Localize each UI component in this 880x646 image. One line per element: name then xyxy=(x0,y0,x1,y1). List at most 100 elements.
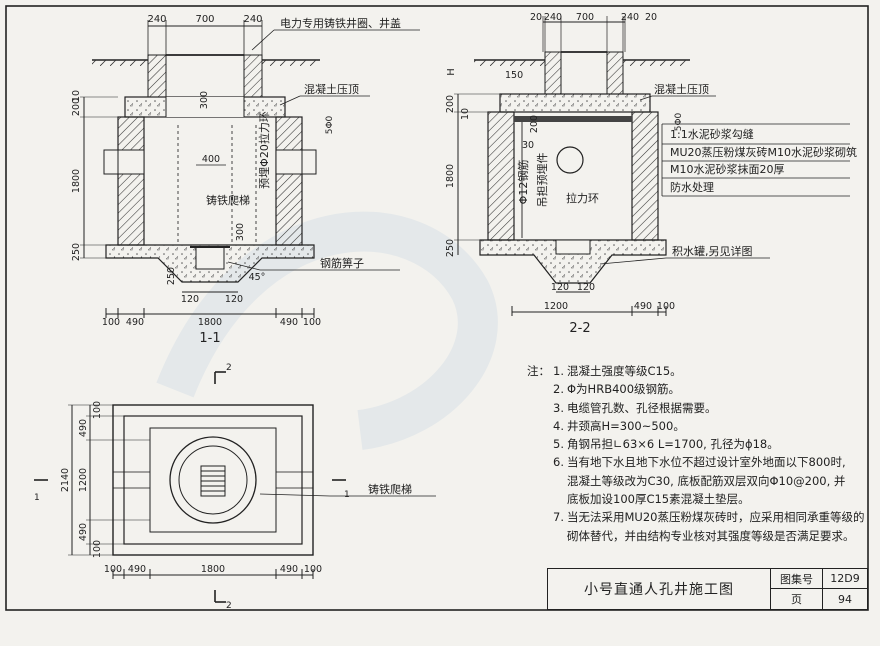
s1-label-ladder: 铸铁爬梯 xyxy=(206,193,250,207)
plan-view: 2 2 1 1 铸铁爬梯 490 100 1200 2140 100 490 1… xyxy=(34,363,436,611)
note-number: 3. xyxy=(553,400,564,415)
s2-dim-150: 150 xyxy=(505,70,523,81)
s2-top-dim-5: 20 xyxy=(645,12,657,23)
s2-label-cap: 混凝土压顶 xyxy=(654,82,709,96)
s2-top-dim-1: 20 xyxy=(530,12,542,23)
note-number xyxy=(553,490,567,508)
plan-mark-2-bottom: 2 xyxy=(226,601,232,611)
s1-bottom-dim-5: 100 xyxy=(303,317,321,328)
s2-bottom-490: 490 xyxy=(634,301,652,312)
s1-bottom-dim-2: 490 xyxy=(126,317,144,328)
note-line: 6.当有地下水且地下水位不超过设计室外地面以下800时, xyxy=(527,453,867,471)
note-line: 底板加设100厚C15素混凝土垫层。 xyxy=(527,490,867,508)
note-line: 5.角钢吊担∟63×6 L=1700, 孔径为ϕ18。 xyxy=(527,435,867,453)
s1-dim-300a: 300 xyxy=(199,91,210,109)
section-1-1: 240 700 240 电力专用铸铁井圈、井盖 混凝土压顶 预埋Φ20拉力环 铸… xyxy=(71,14,420,346)
note-text: 底板加设100厚C15素混凝土垫层。 xyxy=(567,492,750,507)
note-number: 1. xyxy=(553,364,564,378)
page-number: 94 xyxy=(838,592,852,606)
plan-left-490a: 490 xyxy=(78,419,89,437)
s2-label-pull-ring: 拉力环 xyxy=(566,191,599,205)
s2-top-dim-3: 700 xyxy=(576,12,594,23)
atlas-number-value: 12D9 xyxy=(823,569,867,589)
plan-bottom-1800: 1800 xyxy=(201,564,225,575)
s1-label-cover: 电力专用铸铁井圈、井盖 xyxy=(280,16,401,30)
s2-bottom-100: 100 xyxy=(657,301,675,312)
note-lead xyxy=(527,435,553,453)
s1-bottom-dim-3: 1800 xyxy=(198,317,222,328)
note-text: 当有地下水且地下水位不超过设计室外地面以下800时, xyxy=(567,455,846,470)
note-lead xyxy=(527,490,553,508)
plan-bottom-100a: 100 xyxy=(104,564,122,575)
plan-mark-1-left: 1 xyxy=(34,493,40,503)
note-number: 6. xyxy=(553,455,564,470)
note-lead xyxy=(527,508,553,526)
note-text: 当无法采用MU20蒸压粉煤灰砖时，应采用相同承重等级的 xyxy=(567,510,865,525)
note-lead: 注： xyxy=(527,364,550,378)
s2-left-dim-200: 200 xyxy=(445,95,456,113)
s2-title: 2-2 xyxy=(569,321,590,336)
note-text: 砌体替代，并由结构专业核对其强度等级是否满足要求。 xyxy=(567,528,855,543)
s1-left-dim-1800: 1800 xyxy=(71,169,82,193)
s1-left-dim-200: 200 xyxy=(71,98,82,116)
plan-left-490b: 490 xyxy=(78,523,89,541)
s1-bottom-dim-4: 490 xyxy=(280,317,298,328)
s2-legend-4: 防水处理 xyxy=(670,180,714,194)
watermark-shape xyxy=(156,211,498,450)
plan-mark-2-top: 2 xyxy=(226,363,232,373)
design-notes: 注：1.混凝土强度等级C15。2.Φ为HRB400级钢筋。3.电缆管孔数、孔径根… xyxy=(527,362,867,545)
note-number: 7. xyxy=(553,510,564,525)
s1-left-dim-250: 250 xyxy=(71,243,82,261)
section-2-2: 20 240 700 240 20 混凝土压顶 H 150 30 200 Φ12… xyxy=(445,12,857,336)
s2-label-h: H xyxy=(446,68,457,76)
note-line: 3.电缆管孔数、孔径根据需要。 xyxy=(527,399,867,417)
s1-label-cap: 混凝土压顶 xyxy=(304,82,359,96)
note-text: Φ为HRB400级钢筋。 xyxy=(567,382,681,397)
note-text: 混凝土强度等级C15。 xyxy=(567,364,682,378)
note-line: 注：1.混凝土强度等级C15。 xyxy=(527,362,867,380)
note-line: 4.井颈高H=300~500。 xyxy=(527,417,867,435)
sheet-border xyxy=(5,5,869,611)
note-lead xyxy=(527,417,553,435)
s2-wall-mark: 5Φ0 xyxy=(674,112,684,131)
s2-legend-2: MU20蒸压粉煤灰砖M10水泥砂浆砌筑 xyxy=(670,145,857,159)
page-label: 页 xyxy=(771,589,823,609)
s2-dim-200-in: 200 xyxy=(529,115,540,133)
note-lead xyxy=(527,380,553,398)
plan-left-2140: 2140 xyxy=(60,468,71,492)
s1-top-dim-3: 240 xyxy=(243,14,262,25)
note-number xyxy=(553,527,567,545)
note-number: 5. xyxy=(553,437,564,452)
s2-legend-3: M10水泥砂浆抹面20厚 xyxy=(670,162,784,176)
s1-angle: 45° xyxy=(249,272,266,283)
plan-left-100b: 100 xyxy=(92,540,103,558)
title-block: 小号直通人孔井施工图 图集号 12D9 页 94 xyxy=(547,568,868,610)
note-line: 7.当无法采用MU20蒸压粉煤灰砖时，应采用相同承重等级的 xyxy=(527,508,867,526)
note-text: 角钢吊担∟63×6 L=1700, 孔径为ϕ18。 xyxy=(567,437,779,452)
s1-left-dim-10: 10 xyxy=(71,90,82,102)
s1-label-grate: 钢筋箅子 xyxy=(320,256,364,270)
s2-top-dim-2: 240 xyxy=(544,12,562,23)
drawing-title: 小号直通人孔井施工图 xyxy=(548,569,771,609)
note-text: 电缆管孔数、孔径根据需要。 xyxy=(567,400,717,415)
plan-bottom-100b: 100 xyxy=(304,564,322,575)
note-number: 4. xyxy=(553,418,564,433)
s2-dim-30: 30 xyxy=(522,140,534,151)
s1-top-dim-2: 700 xyxy=(195,14,214,25)
s2-bottom-120a: 120 xyxy=(551,282,569,293)
s1-bottom-120b: 120 xyxy=(225,294,243,305)
note-lead xyxy=(527,399,553,417)
s2-bottom-1200: 1200 xyxy=(544,301,568,312)
s1-dim-300b: 300 xyxy=(235,223,246,241)
s2-bottom-120b: 120 xyxy=(577,282,595,293)
s1-bottom-120a: 120 xyxy=(181,294,199,305)
note-number: 2. xyxy=(553,382,564,397)
s1-bottom-dim-1: 100 xyxy=(102,317,120,328)
s2-legend-1: 1:1水泥砂浆勾缝 xyxy=(670,127,754,141)
s1-bottom-250: 250 xyxy=(166,267,177,285)
note-lead xyxy=(527,472,553,490)
s2-label-rebar: Φ12钢筋 xyxy=(516,160,530,205)
plan-left-1200: 1200 xyxy=(78,468,89,492)
s2-left-dim-1800: 1800 xyxy=(445,164,456,188)
